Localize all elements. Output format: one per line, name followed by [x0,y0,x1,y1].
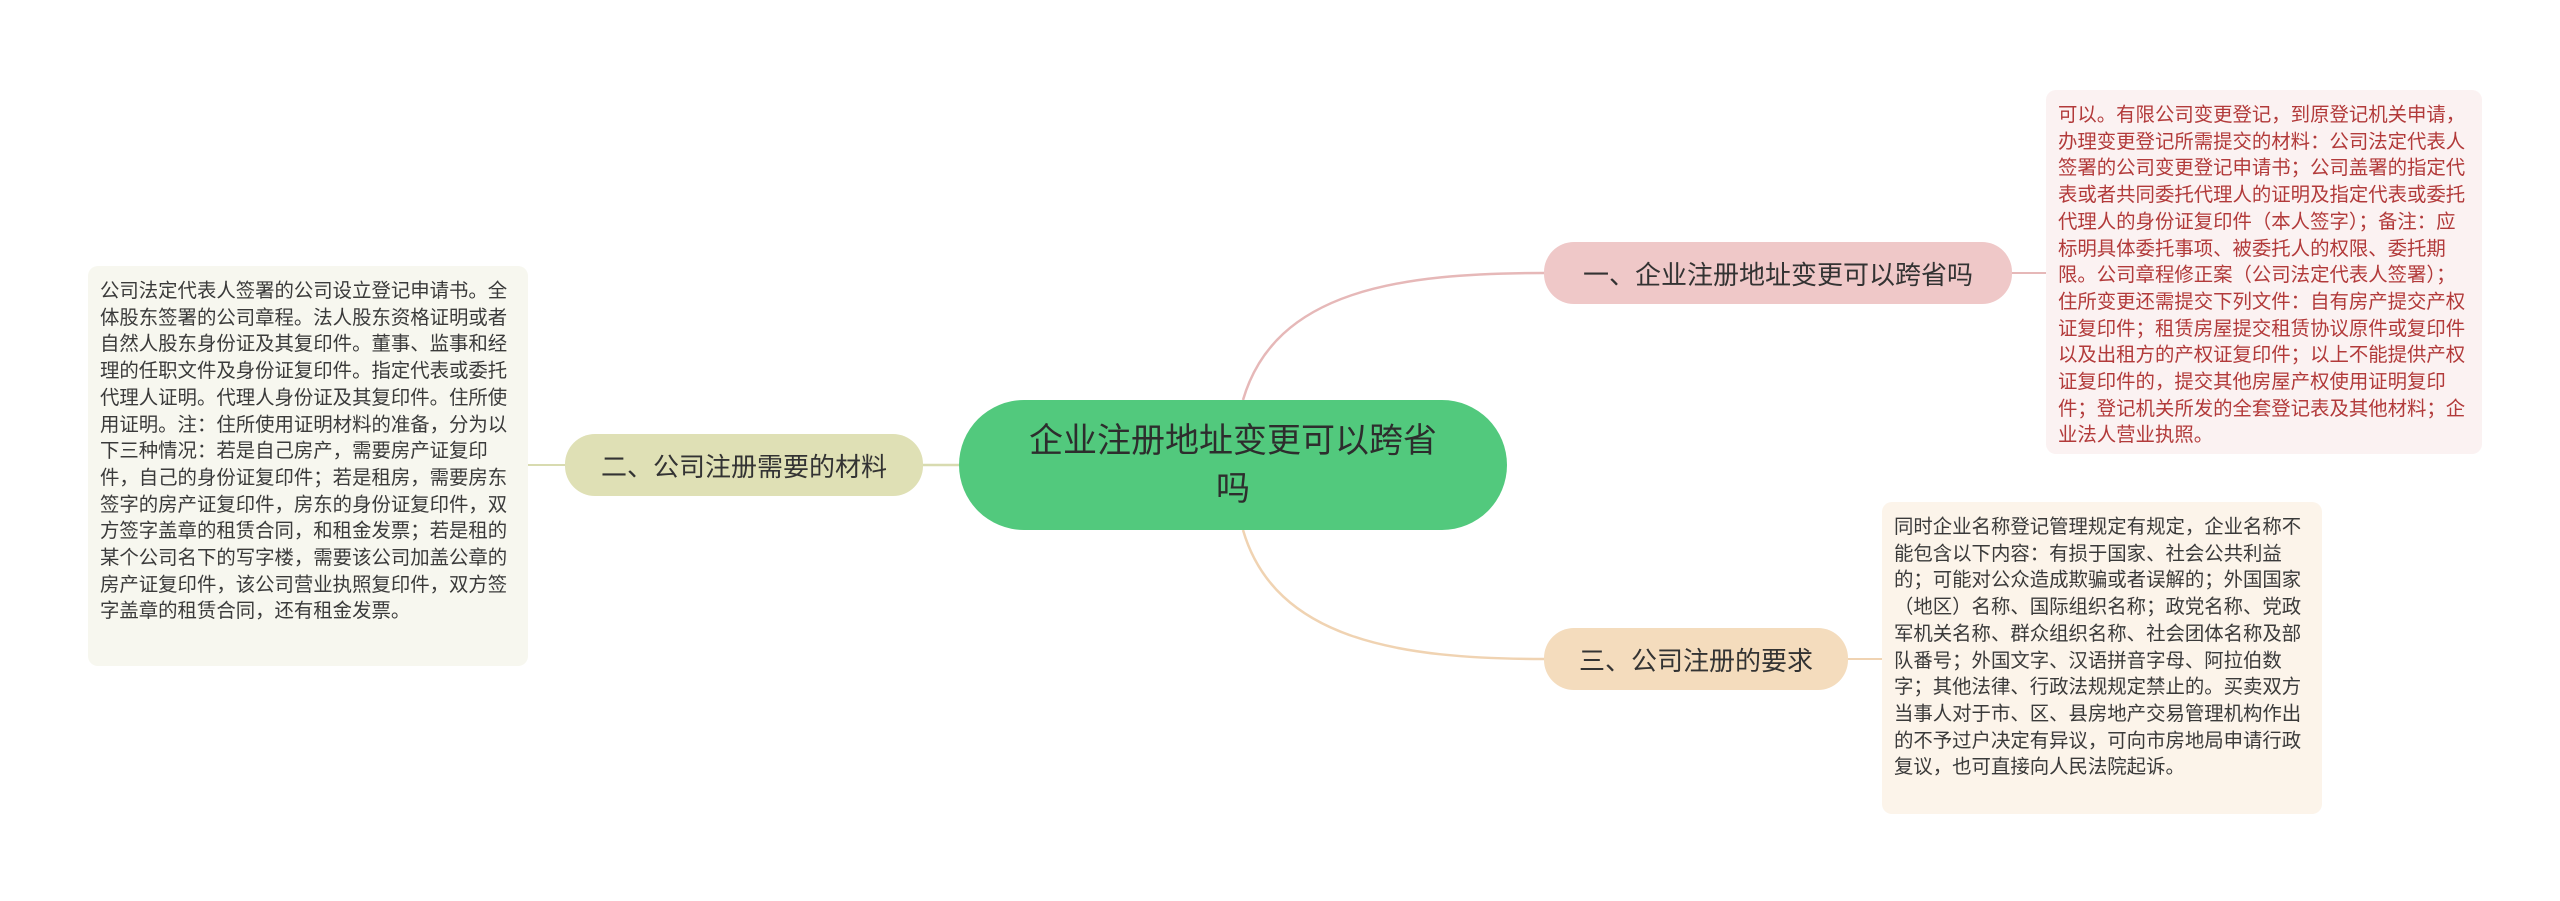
branch-label: 一、企业注册地址变更可以跨省吗 [1582,260,1973,291]
branch-node-cross-province[interactable]: 一、企业注册地址变更可以跨省吗 [1544,242,2012,304]
detail-note-required-materials: 公司法定代表人签署的公司设立登记申请书。全体股东签署的公司章程。法人股东资格证明… [88,266,528,666]
branch-node-required-materials[interactable]: 二、公司注册需要的材料 [565,434,923,496]
detail-note-registration-requirements: 同时企业名称登记管理规定有规定，企业名称不能包含以下内容：有损于国家、社会公共利… [1882,502,2322,814]
central-topic-label: 企业注册地址变更可以跨省吗 [1029,421,1437,509]
branch-node-registration-requirements[interactable]: 三、公司注册的要求 [1544,628,1848,690]
detail-note-cross-province: 可以。有限公司变更登记，到原登记机关申请，办理变更登记所需提交的材料：公司法定代… [2046,90,2482,454]
connector-center-branch-3 [1241,529,1545,661]
central-topic-node[interactable]: 企业注册地址变更可以跨省吗 [959,400,1507,530]
branch-label: 二、公司注册需要的材料 [600,452,887,483]
branch-label: 三、公司注册的要求 [1578,646,1813,677]
connector-center-branch-1 [1241,271,1545,401]
